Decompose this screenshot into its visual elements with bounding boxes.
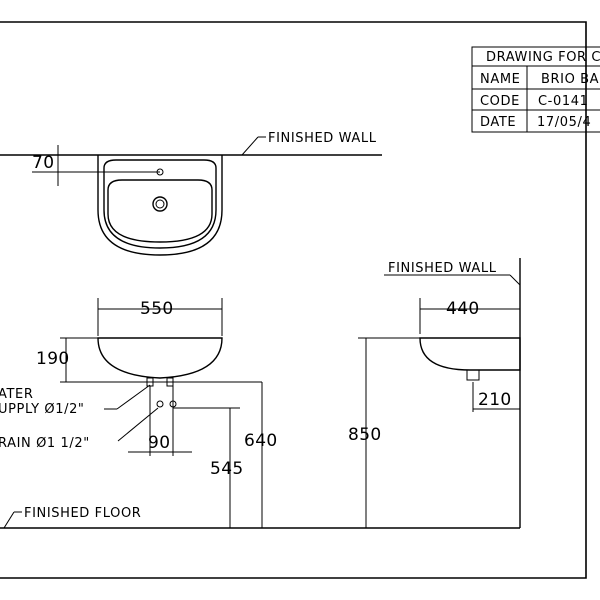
drawing-frame	[0, 21, 587, 579]
dim-side-height: 850	[348, 425, 382, 445]
dim-front-height: 640	[244, 431, 278, 451]
title-row-code-value: C-0141	[538, 94, 588, 109]
basin-front-outline	[97, 337, 223, 379]
dim-wall-offset: 70	[32, 153, 54, 173]
drain-hole-outer	[152, 196, 168, 212]
drain-pipe-left	[156, 400, 164, 408]
finished-floor-label: FINISHED FLOOR	[24, 506, 141, 521]
wall-leader-top	[241, 136, 259, 156]
finished-wall-label-top: FINISHED WALL	[268, 131, 377, 146]
label-water-supply-2: UPPLY Ø1/2"	[0, 402, 85, 417]
dim-pipe-spacing: 90	[148, 433, 170, 453]
basin-plan-outline	[97, 155, 223, 256]
basin-plan-rim	[103, 159, 217, 249]
plan-view: FINISHED WALL 70	[0, 131, 382, 256]
basin-plan-bowl	[107, 179, 213, 243]
title-row-name-label: NAME	[480, 72, 520, 87]
front-elevation: 550 190 ATER UPPLY Ø1/2" RAIN Ø1 1/2" 90…	[0, 298, 278, 528]
drain-fitting-side	[466, 369, 480, 381]
dim-basin-width: 550	[140, 299, 174, 319]
title-row-name-value: BRIO BA	[541, 72, 599, 87]
dim-drain-offset: 210	[478, 390, 512, 410]
title-row-date-label: DATE	[480, 115, 516, 130]
dim-drain-height: 545	[210, 459, 244, 479]
basin-side-outline	[419, 337, 521, 371]
finished-wall-label-side: FINISHED WALL	[388, 261, 497, 276]
dim-basin-height: 190	[36, 349, 70, 369]
title-row-date-value: 17/05/4	[537, 115, 591, 130]
drain-hole-inner	[155, 199, 165, 209]
label-water-supply-1: ATER	[0, 387, 33, 402]
title-row-code-label: CODE	[480, 94, 520, 109]
side-elevation: FINISHED WALL 440 850 210	[348, 258, 521, 528]
label-drain: RAIN Ø1 1/2"	[0, 436, 90, 451]
title-block: DRAWING FOR C NAME BRIO BA CODE C-0141 D…	[471, 46, 600, 133]
floor: FINISHED FLOOR	[0, 506, 520, 529]
title-block-heading: DRAWING FOR C	[486, 50, 600, 65]
dim-basin-depth: 440	[446, 299, 480, 319]
